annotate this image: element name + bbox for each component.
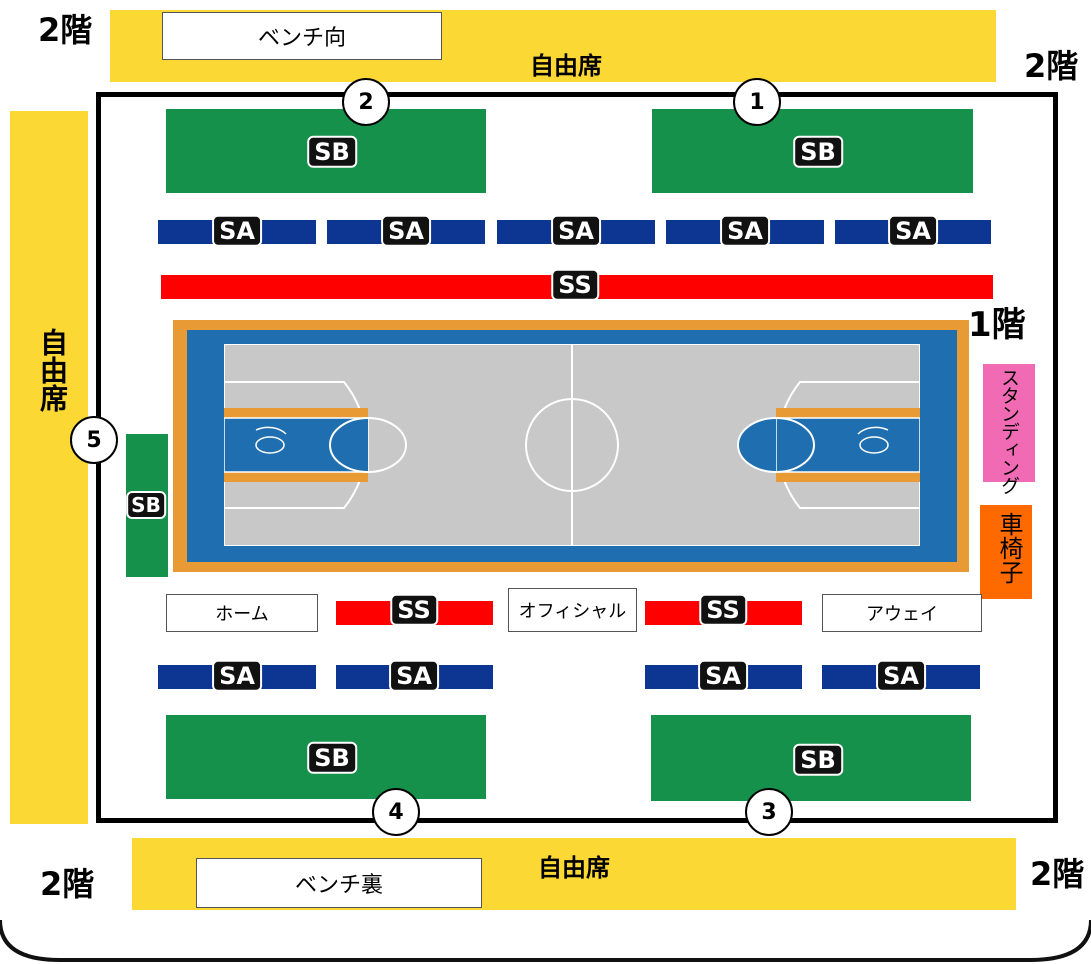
sa-tag-bottom-2: SA bbox=[389, 659, 439, 693]
ss-tag-top: SS bbox=[551, 268, 599, 302]
sb-tag-top-right: SB bbox=[793, 135, 843, 169]
floor-label-2f-top-right: 2階 bbox=[1024, 47, 1079, 85]
sa-tag-top-4: SA bbox=[720, 214, 770, 248]
sa-tag-top-5: SA bbox=[888, 214, 938, 248]
sa-tag-top-3: SA bbox=[551, 214, 601, 248]
free-seat-left[interactable] bbox=[10, 111, 88, 824]
floor-label-2f-bottom-right: 2階 bbox=[1030, 855, 1085, 893]
sa-tag-top-1: SA bbox=[212, 214, 262, 248]
floor-label-2f-bottom-left: 2階 bbox=[40, 865, 95, 903]
standing-area[interactable] bbox=[983, 364, 1035, 482]
bench-front-label: ベンチ向 bbox=[162, 12, 442, 60]
sb-tag-left: SB bbox=[126, 491, 166, 519]
bench-back-label: ベンチ裏 bbox=[196, 858, 482, 908]
wheelchair-label: 車椅子 bbox=[995, 512, 1023, 584]
basketball-court bbox=[224, 344, 920, 546]
away-bench-label: アウェイ bbox=[822, 594, 982, 632]
ss-tag-bottom-left: SS bbox=[390, 593, 438, 627]
gate-2[interactable]: 2 bbox=[342, 78, 390, 126]
sa-tag-top-2: SA bbox=[381, 214, 431, 248]
gate-3[interactable]: 3 bbox=[745, 788, 793, 836]
gate-4[interactable]: 4 bbox=[372, 788, 420, 836]
gate-1[interactable]: 1 bbox=[733, 78, 781, 126]
sb-tag-bottom-left: SB bbox=[307, 741, 357, 775]
free-seat-bottom-label: 自由席 bbox=[538, 854, 610, 882]
ss-tag-bottom-right: SS bbox=[699, 593, 747, 627]
gate-5[interactable]: 5 bbox=[70, 416, 118, 464]
arena-outline bbox=[0, 919, 1091, 962]
sb-tag-top-left: SB bbox=[307, 135, 357, 169]
standing-label: スタンディング bbox=[998, 368, 1020, 494]
sa-tag-bottom-3: SA bbox=[698, 659, 748, 693]
floor-label-2f-top-left: 2階 bbox=[38, 11, 93, 49]
free-seat-left-label: 自由席 bbox=[36, 328, 69, 412]
official-label: オフィシャル bbox=[508, 588, 637, 632]
sa-tag-bottom-4: SA bbox=[876, 659, 926, 693]
wheelchair-area[interactable] bbox=[980, 505, 1032, 599]
sa-tag-bottom-1: SA bbox=[212, 659, 262, 693]
floor-label-1f: 1階 bbox=[968, 305, 1026, 345]
sb-tag-bottom-right: SB bbox=[793, 743, 843, 777]
home-bench-label: ホーム bbox=[166, 594, 318, 632]
free-seat-top-label: 自由席 bbox=[530, 52, 602, 80]
